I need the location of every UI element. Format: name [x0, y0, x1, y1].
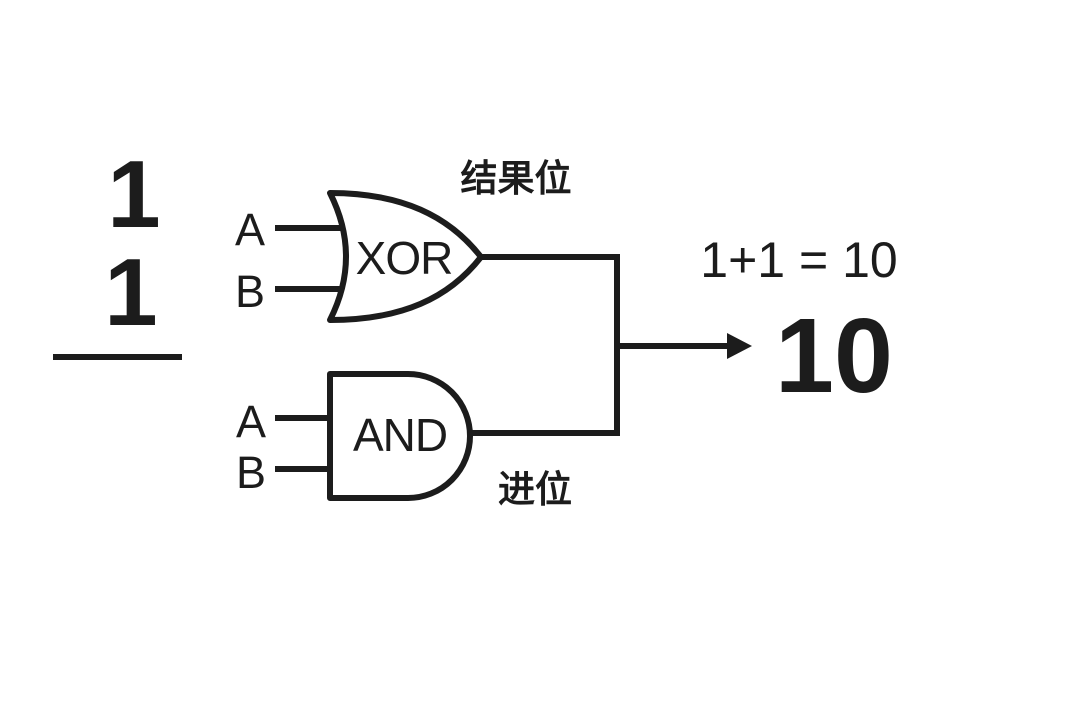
result-arrow-head-icon [727, 333, 752, 359]
result-value-text: 10 [775, 297, 893, 415]
and-input-a-label: A [236, 396, 266, 447]
and-gate-shape [327, 371, 473, 501]
xor-input-a-label: A [235, 204, 265, 255]
and-gate-label: AND [353, 409, 447, 461]
addition-bottom-digit: 1 [104, 239, 157, 346]
and-input-b-label: B [236, 447, 266, 498]
xor-gate-shape [327, 190, 484, 323]
and-carry-annotation: 进位 [498, 469, 572, 510]
result-equation-text: 1+1 = 10 [700, 232, 897, 288]
xor-result-bit-annotation: 结果位 [461, 158, 572, 199]
addition-top-digit: 1 [107, 141, 160, 248]
xor-gate-label: XOR [356, 232, 453, 284]
xor-input-b-label: B [235, 266, 265, 317]
output-bus-wire [470, 254, 620, 436]
